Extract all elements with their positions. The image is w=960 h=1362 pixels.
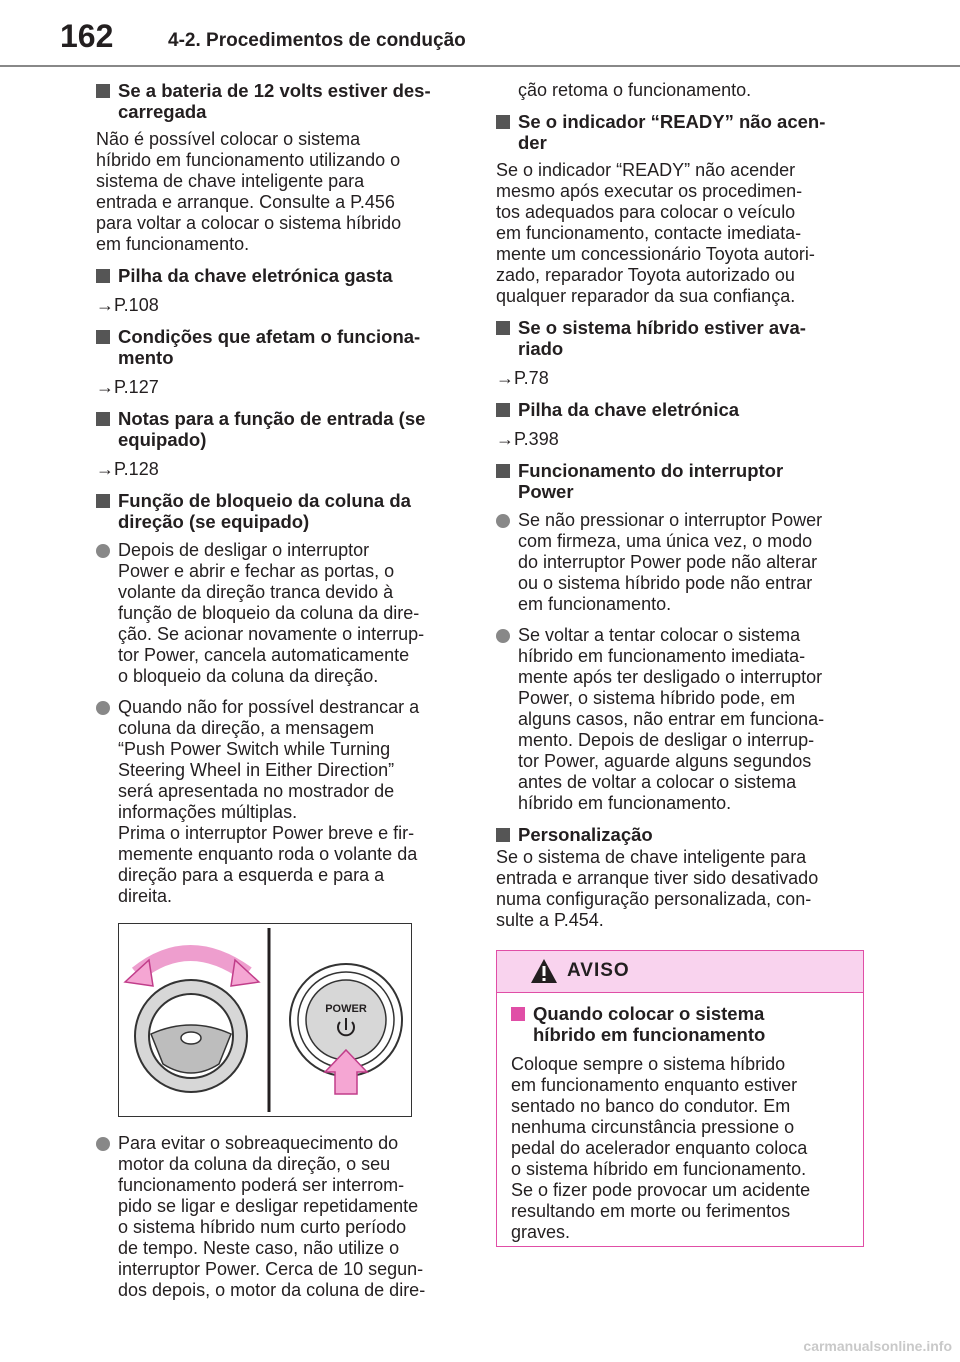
bullet-item: Depois de desligar o interruptor Power e… bbox=[96, 540, 468, 687]
watermark: carmanualsonline.info bbox=[803, 1338, 952, 1354]
warning-body: Quando colocar o sistema híbrido em func… bbox=[497, 993, 863, 1243]
arrow-head-left-icon bbox=[123, 958, 154, 987]
section-battery: Se a bateria de 12 volts estiver des- ca… bbox=[96, 80, 468, 255]
section-text: Não é possível colocar o sistema híbrido… bbox=[96, 129, 402, 254]
page-reference: →P.398 bbox=[496, 429, 559, 449]
warning-text: Coloque sempre o sistema híbrido em func… bbox=[511, 1054, 811, 1242]
power-button-label: POWER bbox=[325, 1003, 367, 1015]
section-entry-notes: Notas para a função de entrada (se equip… bbox=[96, 408, 468, 480]
warning-header: AVISO bbox=[497, 951, 863, 993]
round-bullet-icon bbox=[496, 514, 510, 528]
section-heading: Se a bateria de 12 volts estiver des- ca… bbox=[96, 80, 468, 122]
section-heading: Se o sistema híbrido estiver ava- riado bbox=[496, 317, 868, 359]
square-bullet-icon bbox=[496, 403, 510, 417]
steering-wheel-power-illustration: POWER bbox=[118, 923, 412, 1117]
press-arrow-icon bbox=[323, 1048, 369, 1095]
section-heading: Funcionamento do interruptor Power bbox=[496, 460, 868, 502]
power-symbol-icon bbox=[337, 1021, 355, 1037]
page-reference: →P.128 bbox=[96, 459, 159, 479]
square-bullet-icon bbox=[496, 828, 510, 842]
header-divider bbox=[0, 65, 960, 67]
section-heading: Pilha da chave eletrónica gasta bbox=[96, 265, 468, 286]
section-power-switch: Funcionamento do interruptor Power Se nã… bbox=[496, 460, 868, 814]
section-hybrid-fault: Se o sistema híbrido estiver ava- riado … bbox=[496, 317, 868, 389]
illustration-svg: POWER bbox=[123, 928, 403, 1112]
section-heading: Condições que afetam o funciona- mento bbox=[96, 326, 468, 368]
section-key-battery: Pilha da chave eletrónica gasta →P.108 bbox=[96, 265, 468, 316]
section-text: Se o sistema de chave inteligente para e… bbox=[496, 847, 819, 930]
square-bullet-icon bbox=[96, 412, 110, 426]
section-text: Se o indicador “READY” não acender mesmo… bbox=[496, 160, 815, 306]
warning-title: AVISO bbox=[567, 960, 630, 981]
section-ready-indicator: Se o indicador “READY” não acen- der Se … bbox=[496, 111, 868, 307]
square-bullet-icon bbox=[96, 269, 110, 283]
bullet-item: Quando não for possível destrancar a col… bbox=[96, 697, 468, 907]
bullet-item: Para evitar o sobreaquecimento do motor … bbox=[96, 1133, 468, 1301]
square-bullet-icon bbox=[96, 330, 110, 344]
section-key-battery-2: Pilha da chave eletrónica →P.398 bbox=[496, 399, 868, 450]
section-customization: Personalização Se o sistema de chave int… bbox=[496, 824, 868, 931]
section-heading: Personalização bbox=[496, 824, 868, 845]
right-column: ção retoma o funcionamento. Se o indicad… bbox=[496, 80, 868, 941]
section-heading: Se o indicador “READY” não acen- der bbox=[496, 111, 868, 153]
square-bullet-icon bbox=[511, 1007, 525, 1021]
warning-triangle-icon bbox=[531, 959, 557, 983]
square-bullet-icon bbox=[496, 321, 510, 335]
page-header: 162 4-2. Procedimentos de condução bbox=[0, 0, 960, 67]
round-bullet-icon bbox=[96, 544, 110, 558]
page-reference: →P.127 bbox=[96, 377, 159, 397]
rotate-arrow-icon bbox=[131, 945, 252, 981]
page-number: 162 bbox=[60, 18, 114, 54]
warning-box: AVISO Quando colocar o sistema híbrido e… bbox=[496, 950, 864, 1247]
warning-heading: Quando colocar o sistema híbrido em func… bbox=[511, 1003, 849, 1045]
continued-text: ção retoma o funcionamento. bbox=[518, 80, 752, 100]
section-heading: Função de bloqueio da coluna da direção … bbox=[96, 490, 468, 532]
round-bullet-icon bbox=[96, 1137, 110, 1151]
section-title: 4-2. Procedimentos de condução bbox=[168, 30, 466, 51]
round-bullet-icon bbox=[96, 701, 110, 715]
square-bullet-icon bbox=[496, 464, 510, 478]
section-heading: Pilha da chave eletrónica bbox=[496, 399, 868, 420]
section-steering-lock: Função de bloqueio da coluna da direção … bbox=[96, 490, 468, 1301]
square-bullet-icon bbox=[96, 84, 110, 98]
left-column: Se a bateria de 12 volts estiver des- ca… bbox=[96, 80, 468, 1311]
bullet-item: Se voltar a tentar colocar o sistema híb… bbox=[496, 625, 868, 814]
section-heading: Notas para a função de entrada (se equip… bbox=[96, 408, 468, 450]
bullet-item: Se não pressionar o interruptor Power co… bbox=[496, 510, 868, 615]
square-bullet-icon bbox=[96, 494, 110, 508]
page-reference: →P.108 bbox=[96, 295, 159, 315]
square-bullet-icon bbox=[496, 115, 510, 129]
round-bullet-icon bbox=[496, 629, 510, 643]
section-conditions: Condições que afetam o funciona- mento →… bbox=[96, 326, 468, 398]
page-reference: →P.78 bbox=[496, 368, 549, 388]
arrow-head-right-icon bbox=[230, 958, 261, 987]
